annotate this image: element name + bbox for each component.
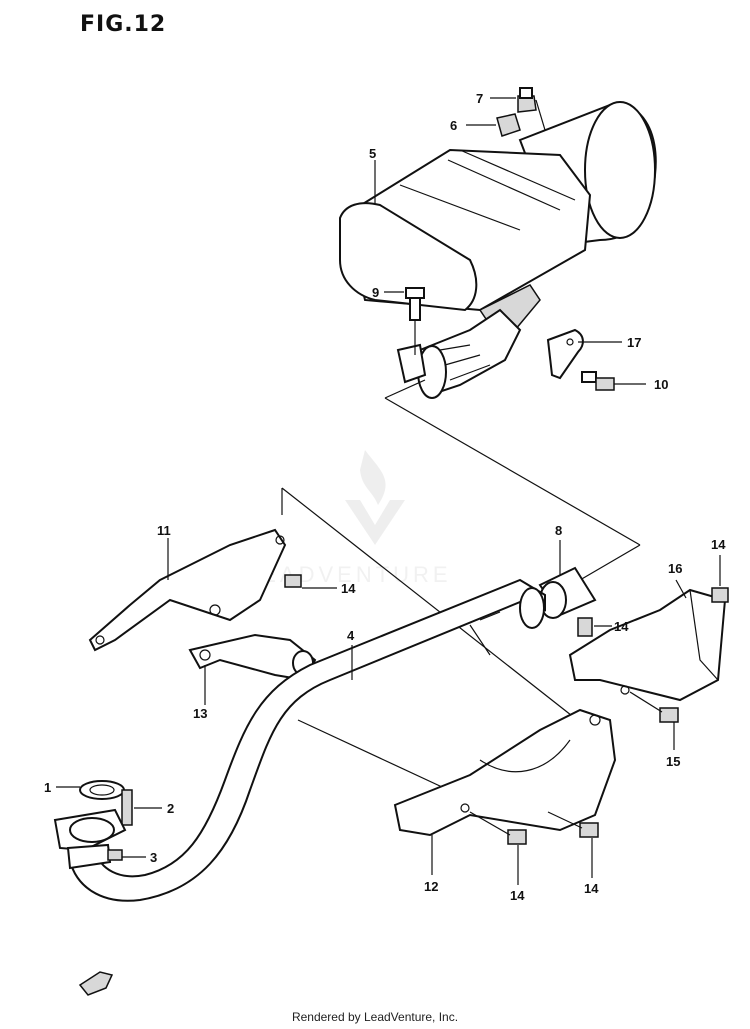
muffler	[339, 101, 657, 331]
callout-10: 10	[654, 377, 668, 392]
callout-14-a: 14	[341, 581, 356, 596]
footer-credit: Rendered by LeadVenture, Inc.	[291, 1010, 459, 1024]
bracket-13	[188, 633, 317, 682]
watermark-logo: LEADVENTURE	[245, 450, 452, 587]
stud-2	[121, 789, 133, 826]
callout-17: 17	[627, 335, 641, 350]
callout-14-c: 14	[510, 888, 525, 903]
callout-16: 16	[668, 561, 682, 576]
bolt-14-e	[711, 587, 729, 603]
callout-14-d: 14	[584, 881, 599, 896]
bolt-14-a	[284, 574, 302, 588]
flange-3	[53, 808, 127, 870]
bolt-10	[581, 371, 615, 391]
muffler-inlet	[396, 308, 522, 399]
callout-3: 3	[150, 850, 157, 865]
callout-4: 4	[347, 628, 355, 643]
callout-14-b: 14	[614, 619, 629, 634]
callout-6: 6	[450, 118, 457, 133]
callout-2: 2	[167, 801, 174, 816]
bolt-7	[517, 87, 537, 113]
collar-8	[538, 566, 597, 619]
exhaust-pipe-4	[68, 578, 546, 902]
figure-title: FIG.12	[80, 12, 167, 37]
gasket-1	[79, 780, 125, 800]
bolt-14-c	[507, 829, 527, 845]
cover-16	[568, 588, 727, 702]
nut-6	[496, 113, 521, 137]
callout-5: 5	[369, 146, 376, 161]
bolt-14-b	[577, 617, 593, 637]
callout-11: 11	[157, 523, 171, 538]
callout-8: 8	[555, 523, 562, 538]
callout-12: 12	[424, 879, 438, 894]
callout-1: 1	[44, 780, 51, 795]
front-arrow-icon	[78, 971, 114, 996]
bracket-17	[546, 328, 584, 380]
callout-15: 15	[666, 754, 680, 769]
watermark-text: LEADVENTURE	[245, 562, 452, 587]
callout-14-e: 14	[711, 537, 726, 552]
callout-7: 7	[476, 91, 483, 106]
bolt-15	[659, 707, 679, 723]
callout-leaders	[56, 97, 721, 885]
callout-9: 9	[372, 285, 379, 300]
bracket-11	[88, 528, 287, 652]
bolt-14-d	[579, 822, 599, 838]
callout-13: 13	[193, 706, 207, 721]
cover-12	[393, 708, 617, 837]
